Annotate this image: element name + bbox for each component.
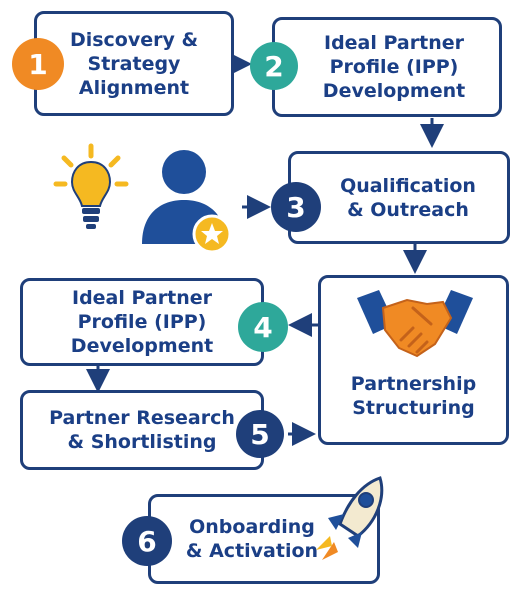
step-2-badge: 2: [250, 42, 298, 90]
star-badge-icon: [192, 214, 232, 254]
step-6-line-2: & Activation: [185, 540, 319, 562]
step-1-badge: 1: [12, 38, 64, 90]
step-1-line-3: Alignment: [78, 76, 190, 99]
step-1-line-1: Discovery &: [69, 28, 199, 51]
step-6-badge: 6: [122, 516, 172, 566]
step-4-line-3: Development: [70, 335, 214, 357]
step-2-line-3: Development: [322, 80, 466, 102]
step-5-line-2: & Shortlisting: [67, 431, 217, 453]
step-2-line-2: Profile (IPP): [329, 56, 459, 78]
step-3-box: Qualification & Outreach: [288, 151, 510, 244]
step-4-line-1: Ideal Partner: [72, 287, 212, 309]
step-4-box: Ideal Partner Profile (IPP) Development: [20, 278, 264, 366]
partnership-line-1: Partnership: [350, 373, 477, 395]
step-3-badge: 3: [271, 182, 321, 232]
step-2-line-1: Ideal Partner: [324, 32, 464, 54]
step-6-box: Onboarding & Activation: [148, 494, 380, 584]
step-5-box: Partner Research & Shortlisting: [20, 390, 264, 470]
lightbulb-icon: [53, 143, 129, 229]
step-4-badge: 4: [238, 302, 288, 352]
step-4-line-2: Profile (IPP): [77, 311, 207, 333]
handshake-icon: [357, 290, 473, 358]
step-5-badge: 5: [236, 410, 284, 458]
step-1-box: Discovery & Strategy Alignment: [34, 11, 234, 116]
step-1-line-2: Strategy: [87, 52, 181, 75]
step-5-line-1: Partner Research: [49, 407, 235, 429]
step-3-line-1: Qualification: [340, 174, 476, 197]
partnership-line-2: Structuring: [352, 397, 475, 419]
rocket-icon: [316, 476, 384, 560]
step-6-line-1: Onboarding: [189, 516, 315, 538]
step-3-line-2: & Outreach: [347, 198, 469, 221]
step-2-box: Ideal Partner Profile (IPP) Development: [272, 17, 502, 117]
